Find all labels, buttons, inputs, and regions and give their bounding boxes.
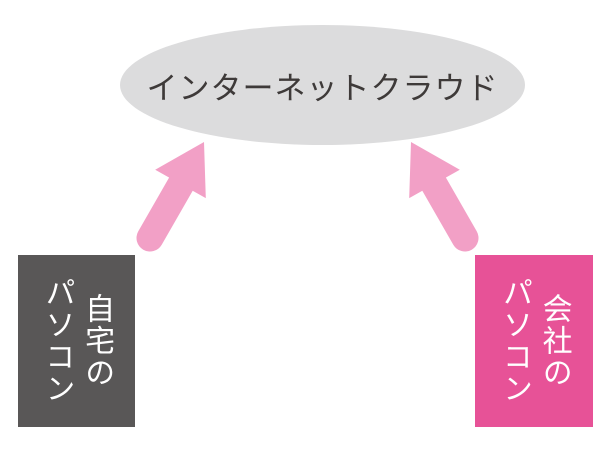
office-pc-label-line2: パソコン xyxy=(498,277,531,405)
office-pc-label: 会社の パソコン xyxy=(494,261,573,421)
office-pc-node: 会社の パソコン xyxy=(475,255,593,427)
cloud-label: インターネットクラウド xyxy=(146,70,499,106)
home-pc-label: 自宅の パソコン xyxy=(37,261,116,421)
home-pc-label-line1: 自宅の xyxy=(80,293,114,389)
home-pc-label-line2: パソコン xyxy=(40,277,74,405)
cloud-node: インターネットクラウド xyxy=(120,25,525,145)
home-pc-node: 自宅の パソコン xyxy=(18,255,135,427)
office-pc-label-line1: 会社の xyxy=(537,293,571,389)
arrow-office-to-cloud-icon xyxy=(409,142,479,252)
arrow-home-to-cloud-icon xyxy=(136,142,206,252)
